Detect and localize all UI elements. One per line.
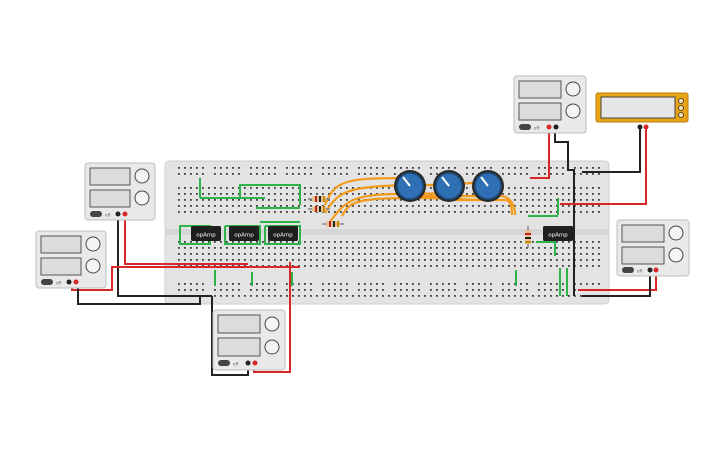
resistor-1[interactable] — [308, 196, 330, 202]
positive-terminal[interactable] — [122, 211, 128, 217]
negative-terminal[interactable] — [66, 279, 72, 285]
opamp-3[interactable]: opAmp — [268, 226, 298, 241]
positive-terminal[interactable] — [252, 360, 258, 366]
dial-icon[interactable] — [565, 81, 581, 97]
mode-button[interactable] — [678, 112, 684, 118]
power-button[interactable] — [41, 279, 53, 285]
negative-terminal[interactable] — [647, 267, 653, 273]
dial-icon[interactable] — [264, 316, 280, 332]
resistor-4[interactable] — [525, 226, 531, 248]
dial-icon[interactable] — [264, 339, 280, 355]
negative-terminal[interactable] — [637, 124, 643, 130]
mode-button[interactable] — [678, 98, 684, 104]
positive-terminal[interactable] — [546, 124, 552, 130]
positive-terminal[interactable] — [643, 124, 649, 130]
power-supply-5[interactable]: off — [616, 219, 690, 277]
mode-button[interactable] — [678, 105, 684, 111]
power-button-label: off — [56, 281, 61, 286]
power-button[interactable] — [622, 267, 634, 273]
power-button-label: off — [105, 213, 110, 218]
power-supply-2[interactable]: off — [35, 230, 107, 289]
resistor-2[interactable] — [308, 206, 330, 212]
dial-icon[interactable] — [134, 190, 150, 206]
opamp-4[interactable]: opAmp — [543, 226, 573, 241]
power-button-label: off — [637, 269, 642, 274]
dial-icon[interactable] — [85, 236, 101, 252]
resistor-3[interactable] — [322, 221, 344, 227]
positive-terminal[interactable] — [653, 267, 659, 273]
opamp-label: opAmp — [273, 233, 293, 239]
dial-icon[interactable] — [85, 258, 101, 274]
power-button[interactable] — [218, 360, 230, 366]
potentiometer-1[interactable] — [394, 170, 426, 202]
opamp-label: opAmp — [196, 233, 216, 239]
power-supply-4[interactable]: off — [513, 75, 587, 134]
power-button[interactable] — [90, 211, 102, 217]
power-button[interactable] — [519, 124, 531, 130]
dial-icon[interactable] — [565, 103, 581, 119]
power-supply-1[interactable]: off — [84, 162, 156, 221]
positive-terminal[interactable] — [73, 279, 79, 285]
negative-terminal[interactable] — [553, 124, 559, 130]
dial-icon[interactable] — [134, 168, 150, 184]
power-button-label: off — [233, 362, 238, 367]
power-button-label: off — [534, 126, 539, 131]
breadboard-holes — [178, 167, 600, 297]
dial-icon[interactable] — [668, 247, 684, 263]
green-wires — [179, 178, 568, 296]
dial-icon[interactable] — [668, 225, 684, 241]
negative-terminal[interactable] — [115, 211, 121, 217]
multimeter[interactable] — [595, 92, 689, 130]
power-supply-3[interactable]: off — [212, 309, 286, 371]
opamp-2[interactable]: opAmp — [229, 226, 259, 241]
negative-terminal[interactable] — [245, 360, 251, 366]
opamp-1[interactable]: opAmp — [191, 226, 221, 241]
opamp-label: opAmp — [234, 233, 254, 239]
opamp-label: opAmp — [548, 233, 568, 239]
potentiometer-3[interactable] — [472, 170, 504, 202]
potentiometer-2[interactable] — [433, 170, 465, 202]
